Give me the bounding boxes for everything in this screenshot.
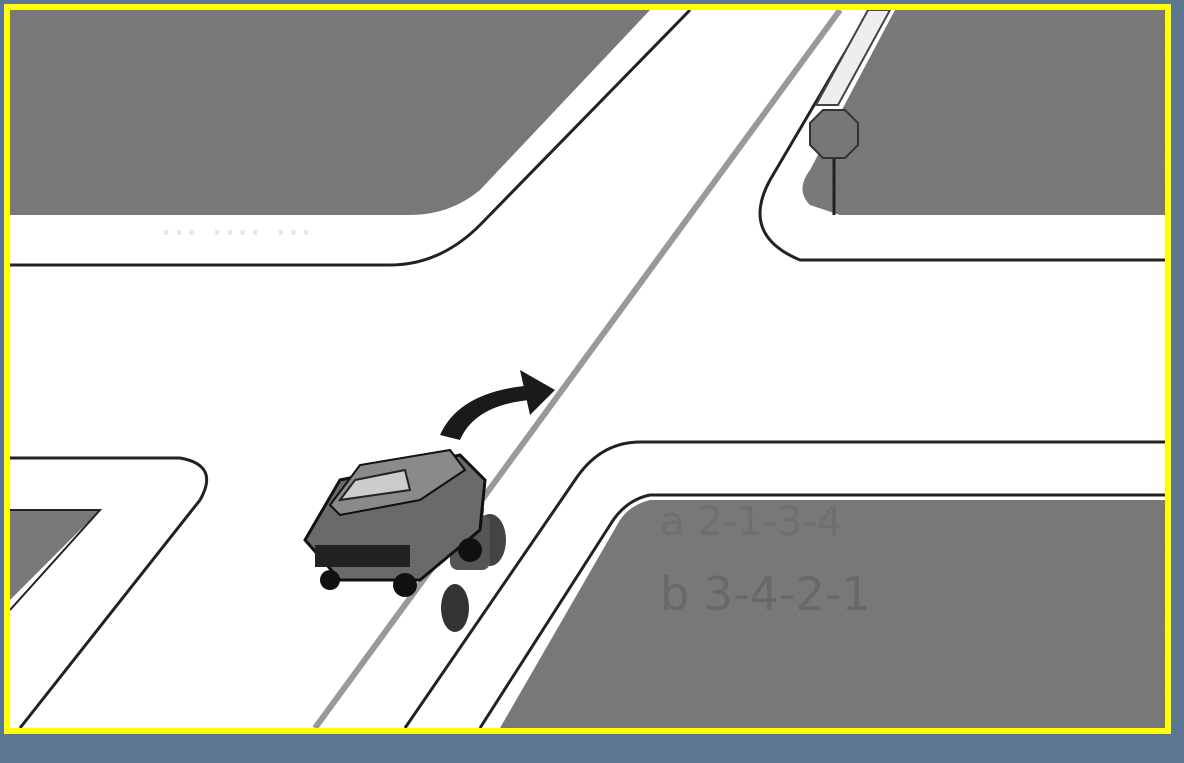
faint-text-3: b 3-4-2-1 (660, 567, 871, 621)
illustration-frame: ... .... ... a 2-1-3-4 b 3-4-2-1 (4, 4, 1171, 734)
intersection-scene: ... .... ... a 2-1-3-4 b 3-4-2-1 (10, 10, 1165, 728)
faint-text-2: a 2-1-3-4 (660, 499, 842, 545)
faint-text-1: ... .... ... (160, 199, 313, 245)
bottom-bar (0, 734, 1184, 763)
